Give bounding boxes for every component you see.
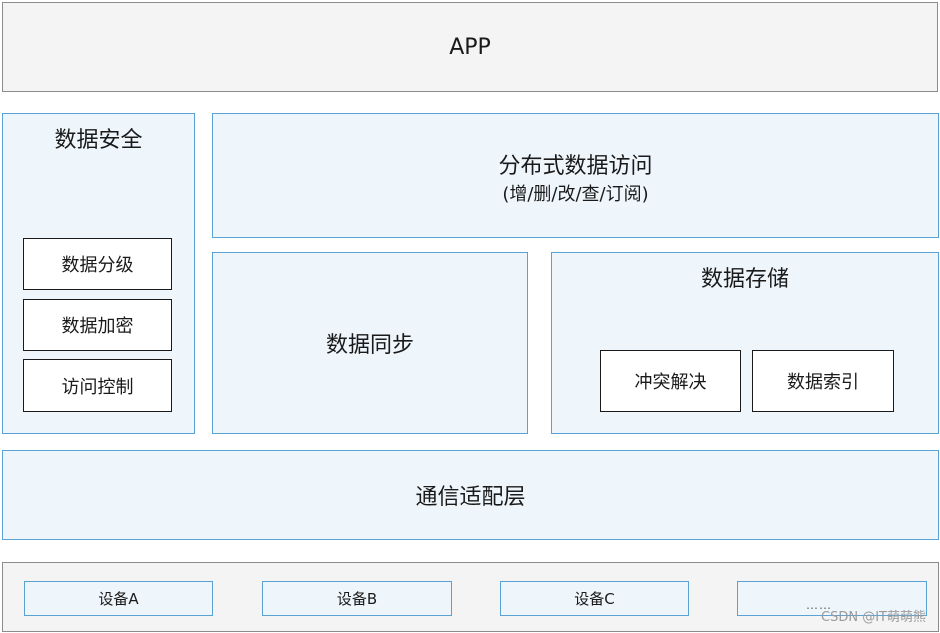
distributed-data-access-subtitle: (增/删/改/查/订阅) [502,184,649,205]
data-classification-label: 数据分级 [61,255,134,276]
watermark-text: CSDN @IT萌萌熊 [821,610,926,625]
access-control-box: 访问控制 [23,359,172,412]
data-security-title: 数据安全 [54,128,143,153]
communication-adapter-label: 通信适配层 [415,485,526,510]
device-ellipsis: …… [806,598,832,612]
device-c-label: 设备C [574,590,615,608]
data-sync-label: 数据同步 [325,333,414,358]
data-index-box: 数据索引 [752,350,894,412]
app-label: APP [449,34,491,60]
data-encryption-box: 数据加密 [23,299,172,351]
communication-adapter-layer: 通信适配层 [2,450,939,540]
device-a-label: 设备A [98,590,139,608]
data-classification-box: 数据分级 [23,238,172,290]
device-a-box: 设备A [24,581,213,616]
device-c-box: 设备C [500,581,689,616]
conflict-resolution-label: 冲突解决 [634,372,707,393]
data-sync-block: 数据同步 [212,252,528,434]
distributed-data-access-block: 分布式数据访问 (增/删/改/查/订阅) [212,113,939,238]
distributed-data-access-title: 分布式数据访问 [498,154,653,179]
conflict-resolution-box: 冲突解决 [600,350,741,412]
device-more-box [737,581,927,616]
data-index-label: 数据索引 [787,372,859,393]
device-b-box: 设备B [262,581,452,616]
access-control-label: 访问控制 [61,376,134,398]
data-storage-title: 数据存储 [700,267,789,292]
device-b-label: 设备B [336,590,378,608]
app-layer: APP [2,2,938,92]
data-encryption-label: 数据加密 [61,316,134,337]
